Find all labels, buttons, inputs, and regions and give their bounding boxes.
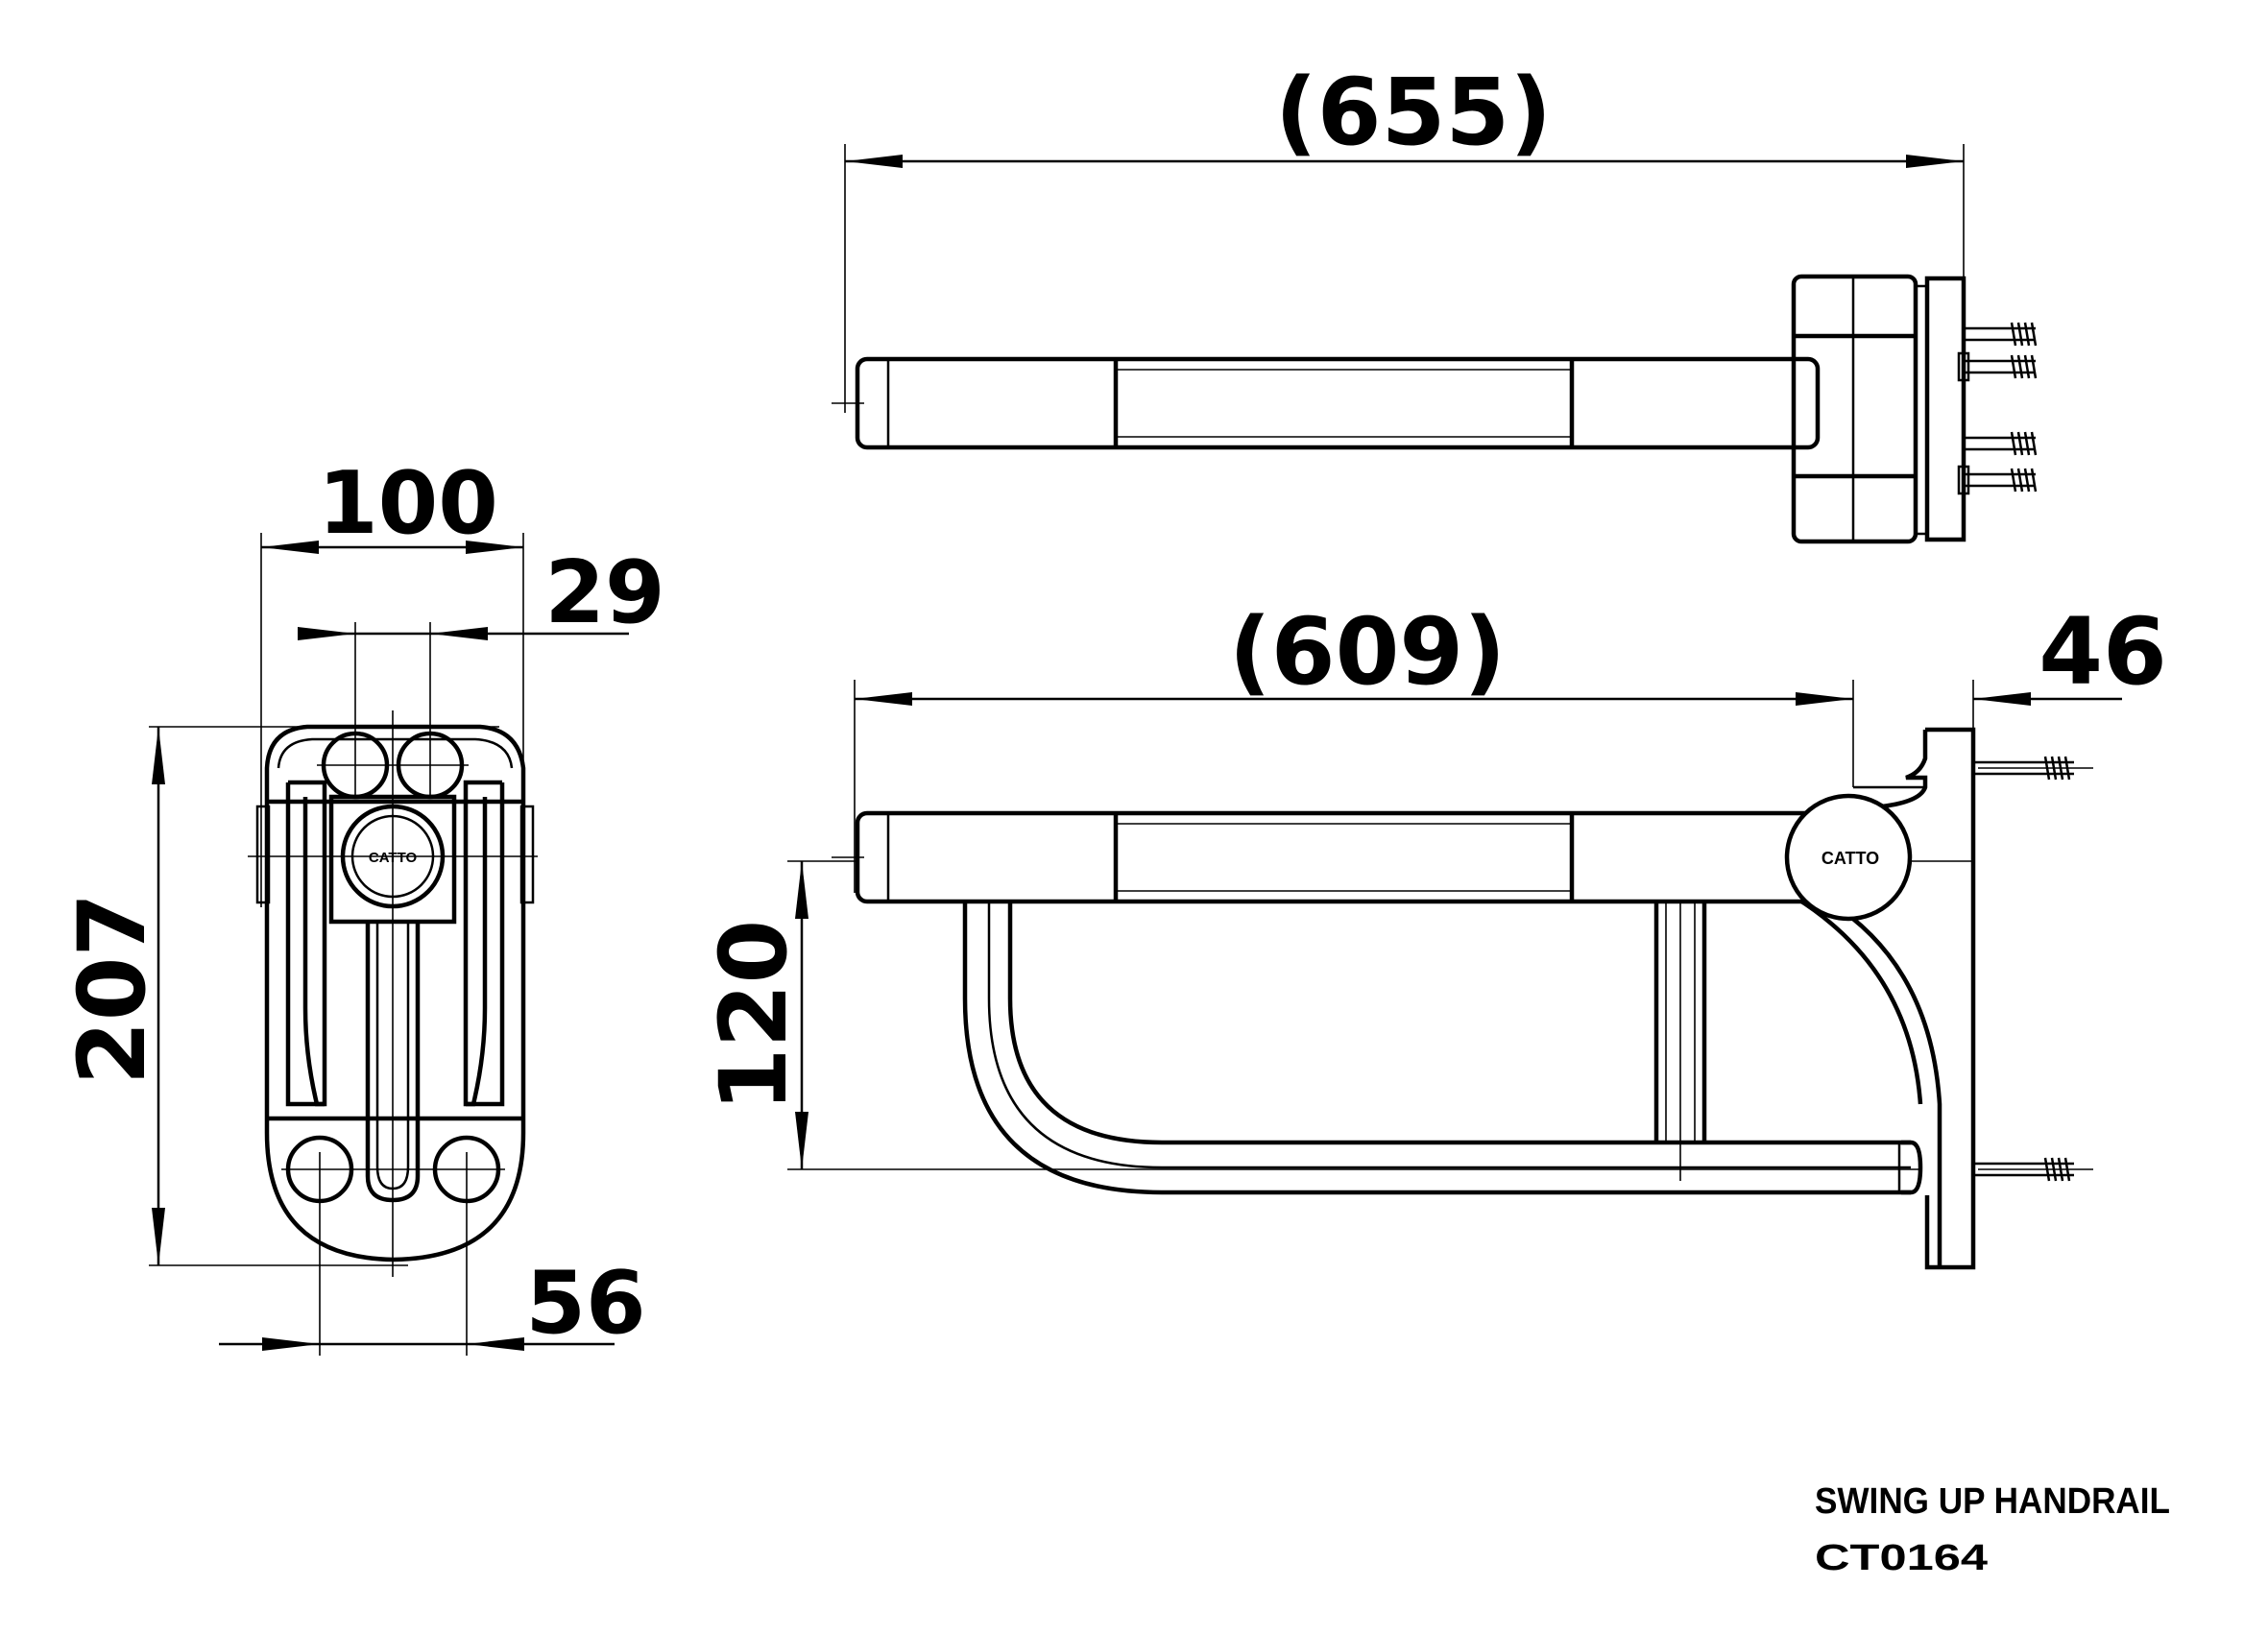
dimension-100: 100: [260, 453, 524, 907]
dimension-29: 29: [298, 542, 665, 797]
screw: [1964, 431, 2038, 456]
front-view-body: [255, 724, 535, 1262]
dimension-609: (609): [854, 598, 1854, 893]
side-view-wall-plate: [1853, 727, 1976, 1270]
dimension-207-label: 207: [59, 893, 166, 1085]
screw: [1957, 465, 2038, 495]
side-view-bar: [832, 810, 1821, 904]
side-view-swing-arm: [962, 874, 1923, 1195]
screw: [1973, 756, 2093, 781]
side-view-screws: [1973, 756, 2093, 1182]
dimension-120-label: 120: [700, 920, 808, 1112]
logo-text: CATTO: [1822, 849, 1879, 868]
side-view-support: [1653, 864, 1707, 1181]
screw: [1957, 351, 2038, 382]
dimension-100-label: 100: [318, 453, 498, 554]
dimension-120: 120: [700, 860, 1973, 1170]
product-name: SWING UP HANDRAIL: [1815, 1481, 2170, 1522]
dimension-655-label: (655): [1275, 59, 1552, 166]
side-view-hinge: CATTO: [1784, 793, 1913, 922]
top-view: (655): [832, 59, 2038, 544]
dimension-56-label: 56: [525, 1253, 645, 1354]
dimension-207: 207: [59, 726, 499, 1266]
top-view-hinge: [1791, 274, 1966, 544]
front-view-holes: [248, 710, 538, 1277]
dimension-29-label: 29: [544, 542, 664, 643]
screw: [1964, 322, 2038, 347]
dimension-56: 56: [219, 1152, 646, 1356]
side-view-bracket: [1794, 885, 1942, 1169]
dimension-655: (655): [844, 59, 1965, 413]
top-view-bar: [832, 356, 1821, 450]
dimension-46-label: 46: [2039, 598, 2167, 706]
top-view-screws: [1957, 322, 2038, 495]
title-block: SWING UP HANDRAIL CT0164: [1815, 1481, 2170, 1578]
dimension-609-label: (609): [1229, 598, 1506, 706]
dimension-46: 46: [1972, 598, 2167, 734]
front-view: 100 29 207 56: [59, 453, 665, 1356]
product-code: CT0164: [1815, 1538, 1988, 1578]
screw: [1973, 1157, 2093, 1182]
side-view: (609) 46 120: [700, 598, 2167, 1270]
